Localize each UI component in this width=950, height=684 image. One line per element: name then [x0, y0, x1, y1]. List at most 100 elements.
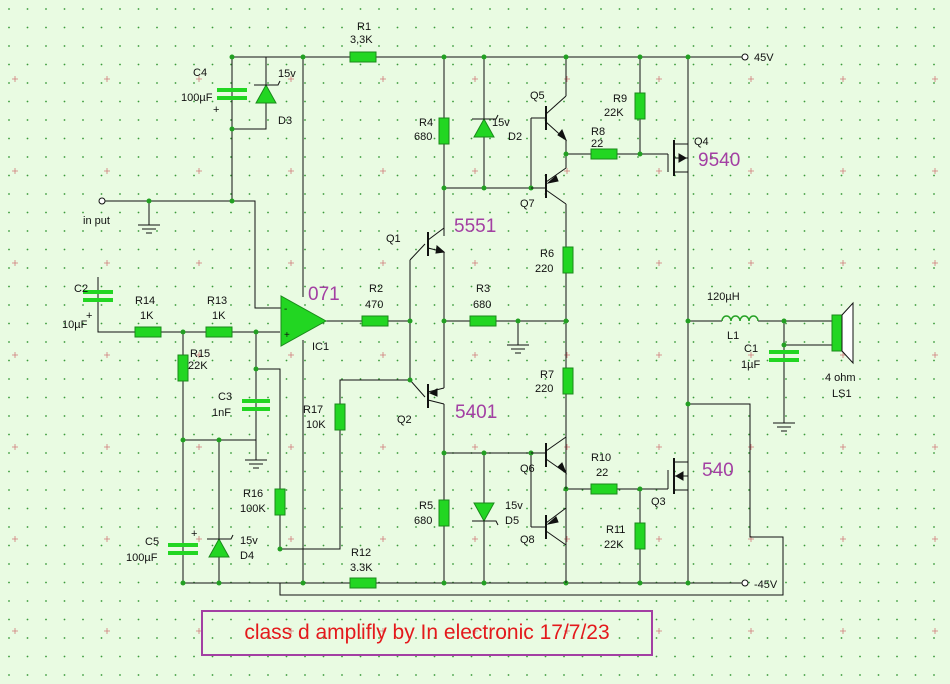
- grid-dot: [82, 600, 84, 602]
- grid-dot: [840, 655, 843, 658]
- grid-dot: [748, 563, 750, 565]
- grid-cross: [932, 260, 938, 266]
- grid-dot: [285, 600, 288, 602]
- grid-dot: [452, 100, 454, 103]
- grid-dot: [45, 433, 47, 436]
- grid-dot: [748, 359, 750, 362]
- grid-dot: [415, 600, 417, 602]
- grid-dot: [452, 489, 454, 491]
- grid-dot: [156, 63, 158, 66]
- grid-dot: [396, 341, 399, 343]
- grid-dot: [711, 433, 713, 436]
- grid-dot: [248, 193, 251, 195]
- grid-dot: [248, 8, 251, 10]
- grid-dot: [581, 544, 584, 547]
- grid-dot: [119, 100, 121, 103]
- grid-dot: [766, 82, 769, 84]
- grid-dot: [748, 489, 750, 491]
- grid-cross: [288, 352, 294, 358]
- grid-dot: [785, 100, 787, 103]
- grid-dot: [840, 82, 843, 84]
- grid-dot: [526, 378, 528, 380]
- grid-dot: [655, 304, 658, 306]
- grid-dot: [637, 396, 639, 399]
- d4-zener-icon: [207, 534, 234, 558]
- grid-dot: [933, 174, 935, 177]
- grid-dot: [45, 45, 47, 47]
- grid-dot: [415, 304, 417, 306]
- grid-dot: [433, 396, 436, 399]
- grid-dot: [8, 415, 10, 417]
- junction-dot: [229, 198, 235, 204]
- grid-dot: [26, 489, 29, 491]
- grid-dot: [674, 8, 676, 10]
- grid-dot: [526, 304, 528, 306]
- grid-dot: [470, 82, 473, 84]
- grid-dot: [378, 100, 380, 103]
- grid-dot: [433, 193, 436, 195]
- grid-dot: [174, 119, 177, 121]
- grid-dot: [859, 119, 861, 121]
- grid-dot: [822, 470, 824, 473]
- grid-dot: [248, 304, 251, 306]
- grid-dot: [396, 119, 399, 121]
- grid-dot: [45, 248, 47, 251]
- grid-dot: [766, 137, 769, 140]
- grid-dot: [933, 489, 935, 491]
- grid-dot: [748, 581, 750, 584]
- grid-dot: [304, 63, 306, 66]
- grid-dot: [692, 174, 695, 177]
- grid-cross: [564, 168, 570, 174]
- grid-dot: [803, 100, 806, 103]
- grid-dot: [581, 322, 584, 325]
- grid-dot: [415, 156, 417, 158]
- grid-dot: [8, 600, 10, 602]
- grid-dot: [119, 341, 121, 343]
- grid-dot: [267, 452, 269, 454]
- grid-dot: [341, 359, 343, 362]
- grid-dot: [859, 193, 861, 195]
- grid-dot: [137, 230, 140, 232]
- grid-dot: [396, 563, 399, 565]
- grid-dot: [729, 211, 732, 214]
- grid-dot: [230, 563, 232, 565]
- grid-dot: [248, 489, 251, 491]
- grid-dot: [137, 304, 140, 306]
- grid-dot: [304, 544, 306, 547]
- c2-capacitor: [83, 290, 113, 302]
- grid-dot: [470, 618, 473, 621]
- grid-dot: [304, 211, 306, 214]
- grid-dot: [933, 322, 935, 325]
- grid-dot: [692, 415, 695, 417]
- grid-dot: [618, 489, 621, 491]
- q2-ref: Q2: [397, 414, 412, 426]
- grid-dot: [544, 544, 547, 547]
- grid-dot: [674, 563, 676, 565]
- grid-dot: [896, 285, 898, 288]
- grid-dot: [8, 267, 10, 269]
- grid-dot: [637, 507, 639, 510]
- grid-dot: [711, 618, 713, 621]
- grid-dot: [600, 637, 602, 639]
- c4-capacitor: [217, 88, 247, 100]
- grid-dot: [803, 507, 806, 510]
- r4-body: [438, 117, 450, 145]
- grid-dot: [378, 193, 380, 195]
- grid-dot: [803, 359, 806, 362]
- grid-dot: [877, 526, 880, 528]
- grid-dot: [63, 526, 66, 528]
- d5-ref: D5: [505, 515, 519, 527]
- grid-dot: [378, 26, 380, 29]
- grid-dot: [933, 45, 935, 47]
- grid-dot: [600, 415, 602, 417]
- grid-dot: [137, 100, 140, 103]
- grid-dot: [137, 396, 140, 399]
- grid-dot: [563, 156, 565, 158]
- grid-dot: [618, 285, 621, 288]
- grid-dot: [600, 230, 602, 232]
- grid-dot: [119, 45, 121, 47]
- grid-dot: [896, 544, 898, 547]
- grid-dot: [655, 267, 658, 269]
- grid-dot: [211, 45, 214, 47]
- r13-ref: R13: [207, 295, 227, 307]
